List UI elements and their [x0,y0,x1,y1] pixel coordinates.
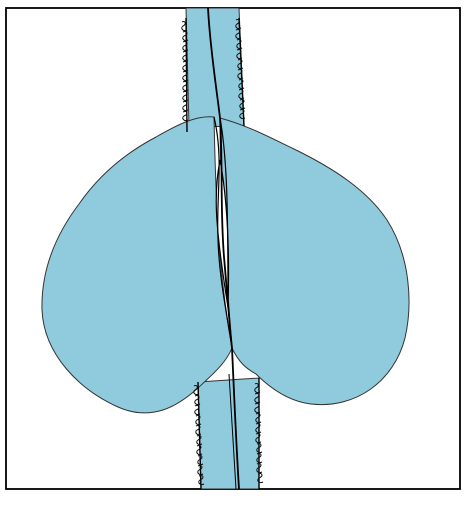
lower-vertical-strip [198,378,259,489]
